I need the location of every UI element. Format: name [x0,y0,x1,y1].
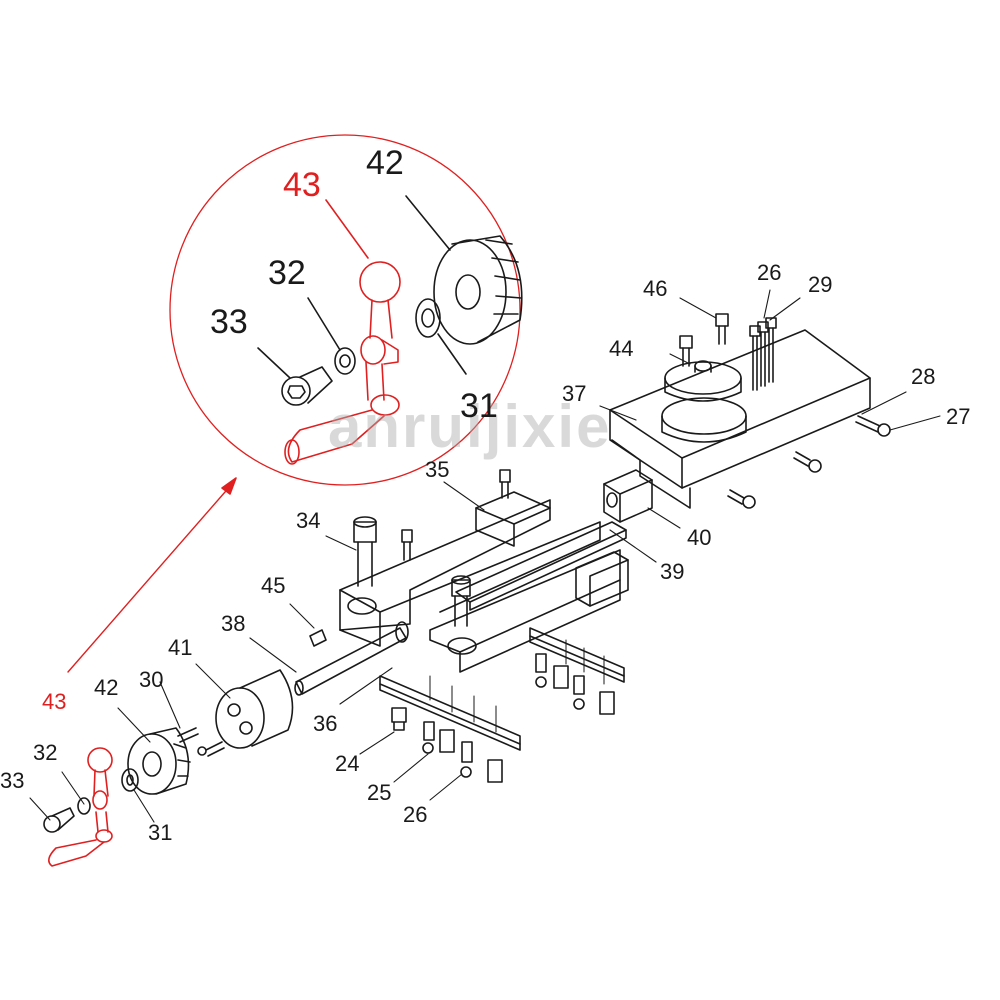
callout-24: 24 [335,751,360,776]
tool-post-base-44 [664,360,742,402]
callout-43-zoom: 43 [283,166,321,204]
callout-33-zoom: 33 [210,303,248,341]
callout-42-zoom: 42 [366,144,404,182]
handwheel-42 [127,727,191,795]
zoom-circle [169,134,521,486]
callout-25: 25 [367,780,392,805]
callout-26: 26 [403,802,428,827]
washer-31 [121,768,139,792]
callout-43: 43 [42,689,67,714]
feed-shaft-38 [294,621,409,696]
callout-35: 35 [425,457,450,482]
callout-36: 36 [313,711,338,736]
zoom-washer-31 [415,298,441,338]
callout-44: 44 [609,336,634,361]
nut-block-40 [603,469,653,523]
callout-31-zoom: 31 [460,387,498,425]
zoom-arrow [67,483,233,673]
gib-strip-right [529,627,625,683]
callout-39: 39 [660,559,685,584]
zoom-handwheel-42 [433,235,523,345]
callout-45: 45 [261,573,286,598]
bolt-46 [679,313,729,367]
callout-33: 33 [0,768,25,793]
callout-40: 40 [687,525,712,550]
callout-27: 27 [946,404,971,429]
zoom-washer-32 [334,347,356,375]
callout-28: 28 [911,364,936,389]
watermark-text: anruijixie [328,393,612,460]
dial-holder-41 [215,669,294,749]
stud-26-29 [749,317,777,391]
bolt-35 [401,469,511,627]
callout-34: 34 [296,508,321,533]
callout-41: 41 [168,635,193,660]
cross-slide-body [339,491,629,673]
top-slide-37 [609,329,871,509]
crank-handle-43 [48,747,113,867]
leader-lines [29,289,941,823]
callout-31: 31 [148,820,173,845]
callout-46: 46 [643,276,668,301]
screws-30 [177,727,225,757]
pin-45 [309,629,327,647]
callout-26-top: 26 [757,260,782,285]
washer-32 [77,797,91,815]
bottom-screws [391,653,615,783]
callout-30: 30 [139,667,164,692]
callout-37: 37 [562,381,587,406]
zoom-screw-33 [281,366,333,406]
gib-screws-27-28 [727,415,891,509]
callout-32-zoom: 32 [268,254,306,292]
callout-42: 42 [94,675,119,700]
leadscrew-39 [455,521,627,611]
zoom-crank-handle-43 [284,261,401,465]
callout-38: 38 [221,611,246,636]
screw-33 [43,807,75,833]
bolt-34 [353,516,377,587]
gib-strip-36 [379,675,521,751]
callout-32: 32 [33,740,58,765]
callout-29: 29 [808,272,833,297]
